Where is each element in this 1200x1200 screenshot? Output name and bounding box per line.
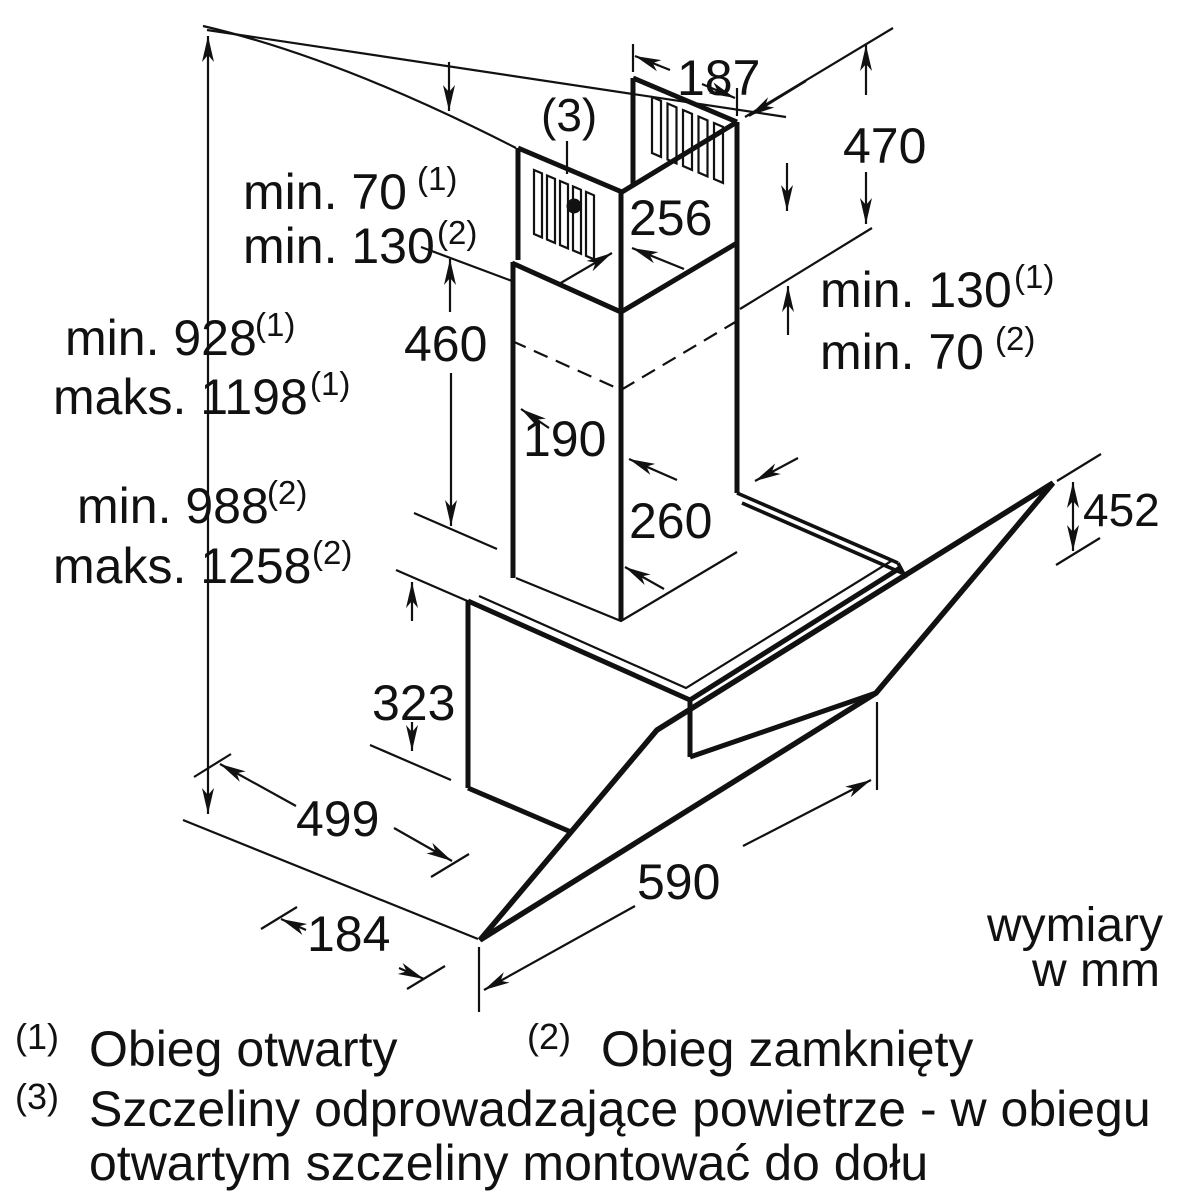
grille-slat	[681, 108, 694, 172]
dim499-extension-right	[430, 853, 470, 878]
label-min70-closed: min. 70	[820, 324, 984, 380]
dimension-labels: 187 (3) 256 470 460 190 260 452 323 499 …	[53, 50, 1160, 962]
vent-position-dot	[566, 198, 582, 214]
hood-body	[465, 491, 908, 835]
label-maks1258-sup: (2)	[312, 534, 352, 571]
dim260-leader-left	[624, 566, 665, 590]
hood-ledge-front-left-edge	[466, 598, 692, 703]
footnote-2-sup: (2)	[527, 1016, 571, 1057]
grille-slat	[571, 184, 583, 256]
dim470-leader-arrow	[748, 80, 807, 117]
dim190-leader-left	[520, 408, 550, 429]
grille-slat	[545, 173, 557, 245]
hood-back-edge-outer	[736, 491, 899, 565]
hood-bottom-front-edge	[689, 690, 877, 760]
dim-label-452: 452	[1083, 484, 1160, 536]
dim184-arrow-right	[397, 963, 425, 981]
dim-label-470: 470	[843, 118, 926, 174]
dim460-bottom-extension	[413, 511, 498, 551]
chimney-rim-right-edge	[620, 119, 739, 195]
dim-label-460: 460	[404, 316, 487, 372]
units-note-line2: w mm	[1031, 944, 1160, 997]
label-min988: min. 988	[77, 478, 269, 534]
dim-label-184: 184	[307, 906, 390, 962]
chimney-rim-left-edge	[517, 145, 623, 195]
vent-slot-direction-arrow	[558, 252, 613, 285]
label-min928: min. 928	[65, 310, 257, 366]
dim323-bottom-extension	[369, 743, 452, 782]
label-min988-sup: (2)	[267, 474, 307, 511]
dim-label-323: 323	[372, 675, 455, 731]
dim-label-187: 187	[677, 50, 760, 106]
dim323-top-extension	[395, 568, 480, 608]
grille-slat	[558, 179, 570, 251]
hood-back-corner-post	[896, 562, 908, 579]
dim260-leader-right	[754, 457, 799, 482]
chimney-back-top-edge	[632, 75, 738, 125]
hood-ledge-inner-edge	[478, 559, 894, 690]
label-min130-closed: min. 130	[243, 218, 435, 274]
units-note-line1: wymiary	[986, 899, 1163, 952]
hood-ledge-front-right-edge	[688, 565, 902, 703]
dim452-bottom-extension	[1055, 537, 1101, 566]
dim-label-256: 256	[629, 190, 712, 246]
units-note: wymiary w mm	[986, 899, 1163, 997]
dim256-leader	[631, 246, 685, 271]
dim499-arrow-left	[219, 763, 297, 807]
footnote-1-sup: (1)	[15, 1016, 59, 1057]
label-min70-closed-sup: (2)	[995, 320, 1035, 357]
footnotes: (1) Obieg otwarty (2) Obieg zamknięty (3…	[15, 1016, 1151, 1191]
dim184-extension-right	[406, 965, 446, 990]
dim499-arrow-right	[393, 827, 453, 862]
ceiling-reference-line-right	[206, 28, 787, 119]
dim184-extension-left	[260, 906, 298, 930]
dim190-leader-right	[628, 457, 678, 482]
grille-slat	[697, 114, 709, 179]
label-min130-open-sup: (1)	[1014, 258, 1054, 295]
hood-bottom-left-edge	[467, 785, 572, 835]
grille-slat	[532, 168, 544, 240]
label-maks1258: maks. 1258	[53, 538, 311, 594]
label-maks1198: maks. 1198	[53, 369, 308, 425]
grille-slat	[712, 121, 725, 185]
dim499-extension-left	[193, 753, 232, 778]
dim-label-590: 590	[637, 854, 720, 910]
dim184-arrow-left	[280, 917, 308, 935]
dim187-arrow-right	[701, 82, 736, 100]
label-min130-open: min. 130	[820, 262, 1012, 318]
dim187-arrow-left	[634, 54, 671, 72]
glass-panel-outline	[477, 480, 1056, 943]
dim470-bottom-extension	[739, 227, 873, 310]
dim-label-499: 499	[296, 791, 379, 847]
chimney-joint-edge	[510, 240, 739, 315]
dim452-top-extension	[1056, 453, 1102, 482]
label-maks1198-sup: (1)	[310, 365, 350, 402]
footnote-3-text: Szczeliny odprowadzające powietrze - w o…	[89, 1081, 1151, 1137]
dim-label-190: 190	[523, 411, 606, 467]
joint-level-extension	[420, 245, 513, 283]
dim-label-260: 260	[629, 493, 712, 549]
footnote-3-sup: (3)	[15, 1076, 59, 1117]
label-min70-open: min. 70	[243, 164, 407, 220]
label-min70-open-sup: (1)	[417, 160, 457, 197]
vent-grille-right	[650, 95, 725, 185]
vent-marker-label: (3)	[541, 89, 597, 141]
dimension-lines	[182, 24, 1102, 1012]
grille-slat	[666, 101, 678, 166]
footnote-3-text-line2: otwartym szczeliny montować do dołu	[89, 1135, 928, 1191]
grille-slat	[650, 95, 663, 159]
footnote-1-text: Obieg otwarty	[89, 1021, 397, 1077]
footnote-2-text: Obieg zamknięty	[601, 1021, 973, 1077]
glass-panel	[477, 480, 1056, 943]
overall-dim-bottom-extension	[182, 818, 479, 941]
hood-back-edge-inner	[741, 501, 903, 575]
chimney	[510, 75, 740, 621]
dim590-arrow-left	[483, 905, 636, 991]
dim590-arrow-right	[742, 779, 872, 847]
label-min928-sup: (1)	[255, 306, 295, 343]
label-min130-closed-sup: (2)	[437, 214, 477, 251]
